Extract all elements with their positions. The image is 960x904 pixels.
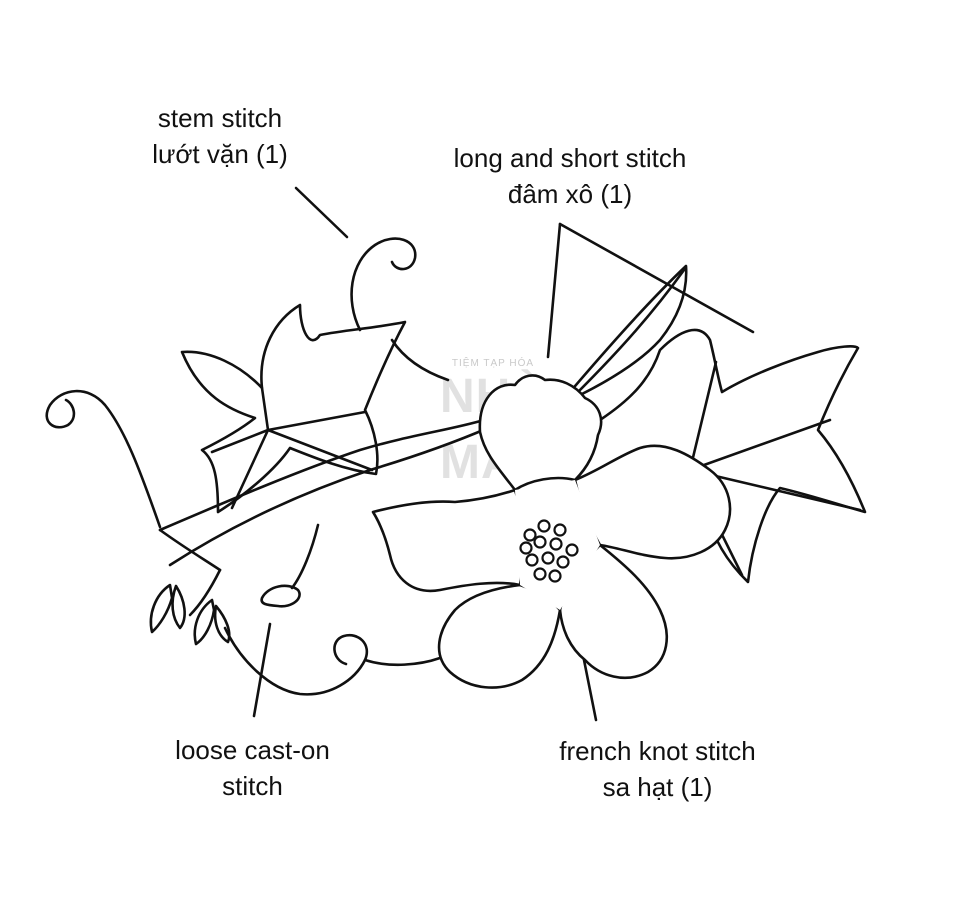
bottom-tendril-2 bbox=[363, 656, 442, 667]
label-french-line2: sa hạt (1) bbox=[602, 772, 713, 802]
leader-stem bbox=[294, 186, 349, 239]
narrow-leaf-vein bbox=[573, 268, 686, 397]
label-stem-stitch: stem stitch lướt vặn (1) bbox=[120, 100, 320, 172]
bud-left-3 bbox=[193, 598, 216, 646]
french-knot-cluster bbox=[519, 519, 579, 583]
label-long-short-stitch: long and short stitch đâm xô (1) bbox=[420, 140, 720, 212]
label-french-line1: french knot stitch bbox=[559, 736, 756, 766]
flower-petal-left bbox=[371, 488, 525, 593]
left-leaf-vein-1 bbox=[260, 386, 270, 432]
bud-left-2 bbox=[171, 584, 186, 630]
right-ivy-leaf bbox=[598, 328, 867, 584]
left-leaf-vein-3 bbox=[230, 428, 270, 510]
leader-cast-on bbox=[252, 622, 272, 718]
leader-long-a bbox=[546, 222, 562, 359]
bud-left-4 bbox=[213, 604, 231, 644]
flower-petal-bottom-left bbox=[437, 583, 562, 689]
left-leaf-vein-4 bbox=[266, 410, 367, 432]
label-cast-line2: stitch bbox=[222, 771, 283, 801]
label-long-line1: long and short stitch bbox=[453, 143, 687, 173]
watermark-small-text: TIỆM TẠP HÓA bbox=[451, 358, 535, 369]
stem-to-buds bbox=[188, 568, 222, 617]
stem-fork bbox=[158, 528, 222, 572]
left-ivy-leaf bbox=[180, 303, 407, 514]
label-long-line2: đâm xô (1) bbox=[507, 179, 633, 209]
right-leaf-vein-1 bbox=[688, 360, 718, 472]
label-stem-line2: lướt vặn (1) bbox=[152, 139, 288, 169]
left-leaf-vein-2 bbox=[210, 428, 270, 454]
label-stem-line1: stem stitch bbox=[157, 103, 283, 133]
narrow-leaf bbox=[568, 264, 688, 397]
cast-on-bud bbox=[260, 584, 301, 608]
bottom-tendril bbox=[223, 626, 368, 696]
leader-long-b bbox=[558, 222, 755, 334]
left-leaf-vein-5 bbox=[266, 428, 374, 472]
bud-left-1 bbox=[149, 583, 174, 634]
right-leaf-vein-2 bbox=[688, 418, 832, 472]
label-cast-on-stitch: loose cast-on stitch bbox=[150, 732, 355, 804]
cast-on-stem bbox=[290, 523, 320, 590]
top-stem-curl bbox=[350, 237, 417, 332]
stem-to-flower bbox=[390, 338, 450, 382]
label-cast-line1: loose cast-on bbox=[175, 735, 330, 765]
left-spiral-tendril bbox=[45, 389, 162, 529]
label-french-knot-stitch: french knot stitch sa hạt (1) bbox=[530, 733, 785, 805]
